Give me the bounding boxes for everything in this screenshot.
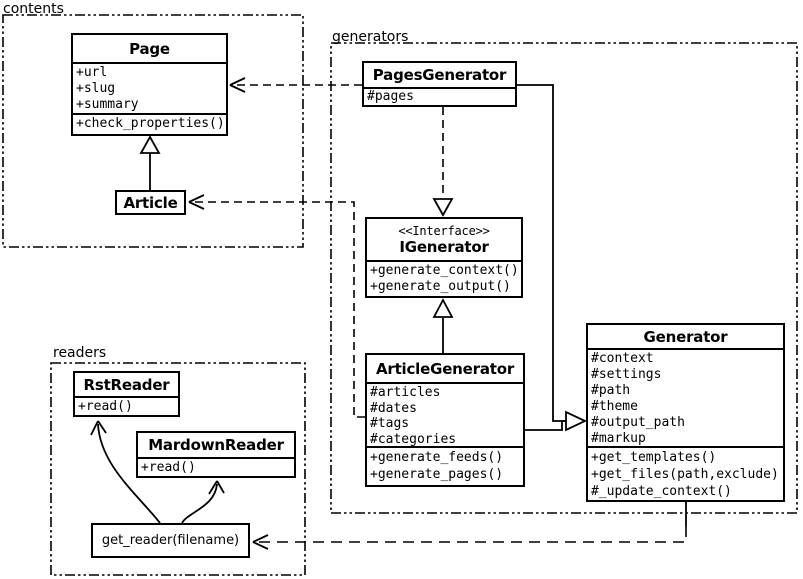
contents-package-border — [2, 14, 304, 248]
class-articlegenerator-name: ArticleGenerator — [375, 359, 515, 378]
class-rstreader-name: RstReader — [83, 375, 170, 394]
readers-package-label: readers — [53, 345, 107, 361]
realization-pagesgenerator-igenerator — [432, 107, 454, 217]
function-get-reader: get_reader(filename) — [91, 523, 250, 558]
generators-package-border — [330, 42, 798, 514]
generalization-article-page — [139, 135, 161, 190]
generalization-articlegenerator-igenerator — [432, 298, 454, 353]
class-generator-attributes: #context #settings #path #theme #output_… — [588, 348, 783, 446]
class-page: Page +url +slug +summary +check_properti… — [71, 33, 228, 136]
generators-package-label: generators — [332, 29, 409, 45]
arrow-getreader-markdownreader — [181, 480, 225, 524]
dependency-articlegenerator-article — [188, 194, 365, 418]
class-igenerator-stereotype: <<Interface>> — [398, 223, 490, 238]
class-article: Article — [115, 190, 186, 215]
function-get-reader-label: get_reader(filename) — [101, 533, 240, 548]
class-igenerator-methods: +generate_context() +generate_output() — [367, 260, 521, 296]
class-page-name: Page — [129, 39, 170, 58]
generalization-generators-generator — [517, 84, 588, 432]
class-article-name: Article — [123, 193, 178, 212]
class-rstreader-methods: +read() — [75, 396, 178, 415]
dependency-generator-getreader — [252, 502, 687, 550]
arrow-getreader-rstreader — [90, 420, 161, 524]
class-pagesgenerator: PagesGenerator #pages — [362, 61, 517, 107]
dependency-pagesgenerator-page — [229, 77, 362, 93]
class-generator: Generator #context #settings #path #them… — [586, 323, 785, 502]
class-page-attributes: +url +slug +summary — [73, 62, 226, 113]
readers-package-border — [50, 362, 306, 576]
class-articlegenerator: ArticleGenerator #articles #dates #tags … — [365, 353, 525, 487]
class-igenerator: <<Interface>> IGenerator +generate_conte… — [365, 217, 523, 298]
contents-package-label: contents — [3, 1, 64, 17]
class-markdownreader: MardownReader +read() — [136, 431, 296, 478]
class-articlegenerator-attributes: #articles #dates #tags #categories — [367, 382, 523, 446]
class-generator-name: Generator — [643, 327, 728, 346]
class-markdownreader-methods: +read() — [138, 457, 294, 476]
class-pagesgenerator-name: PagesGenerator — [372, 66, 507, 84]
class-igenerator-title: <<Interface>> IGenerator — [367, 219, 521, 260]
class-markdownreader-name: MardownReader — [148, 436, 284, 454]
class-pagesgenerator-attributes: #pages — [364, 87, 515, 105]
class-igenerator-name: IGenerator — [399, 237, 489, 256]
class-generator-methods: +get_templates() +get_files(path,exclude… — [588, 446, 783, 500]
class-rstreader: RstReader +read() — [73, 371, 180, 417]
class-page-methods: +check_properties() — [73, 113, 226, 134]
class-articlegenerator-methods: +generate_feeds() +generate_pages() — [367, 446, 523, 485]
